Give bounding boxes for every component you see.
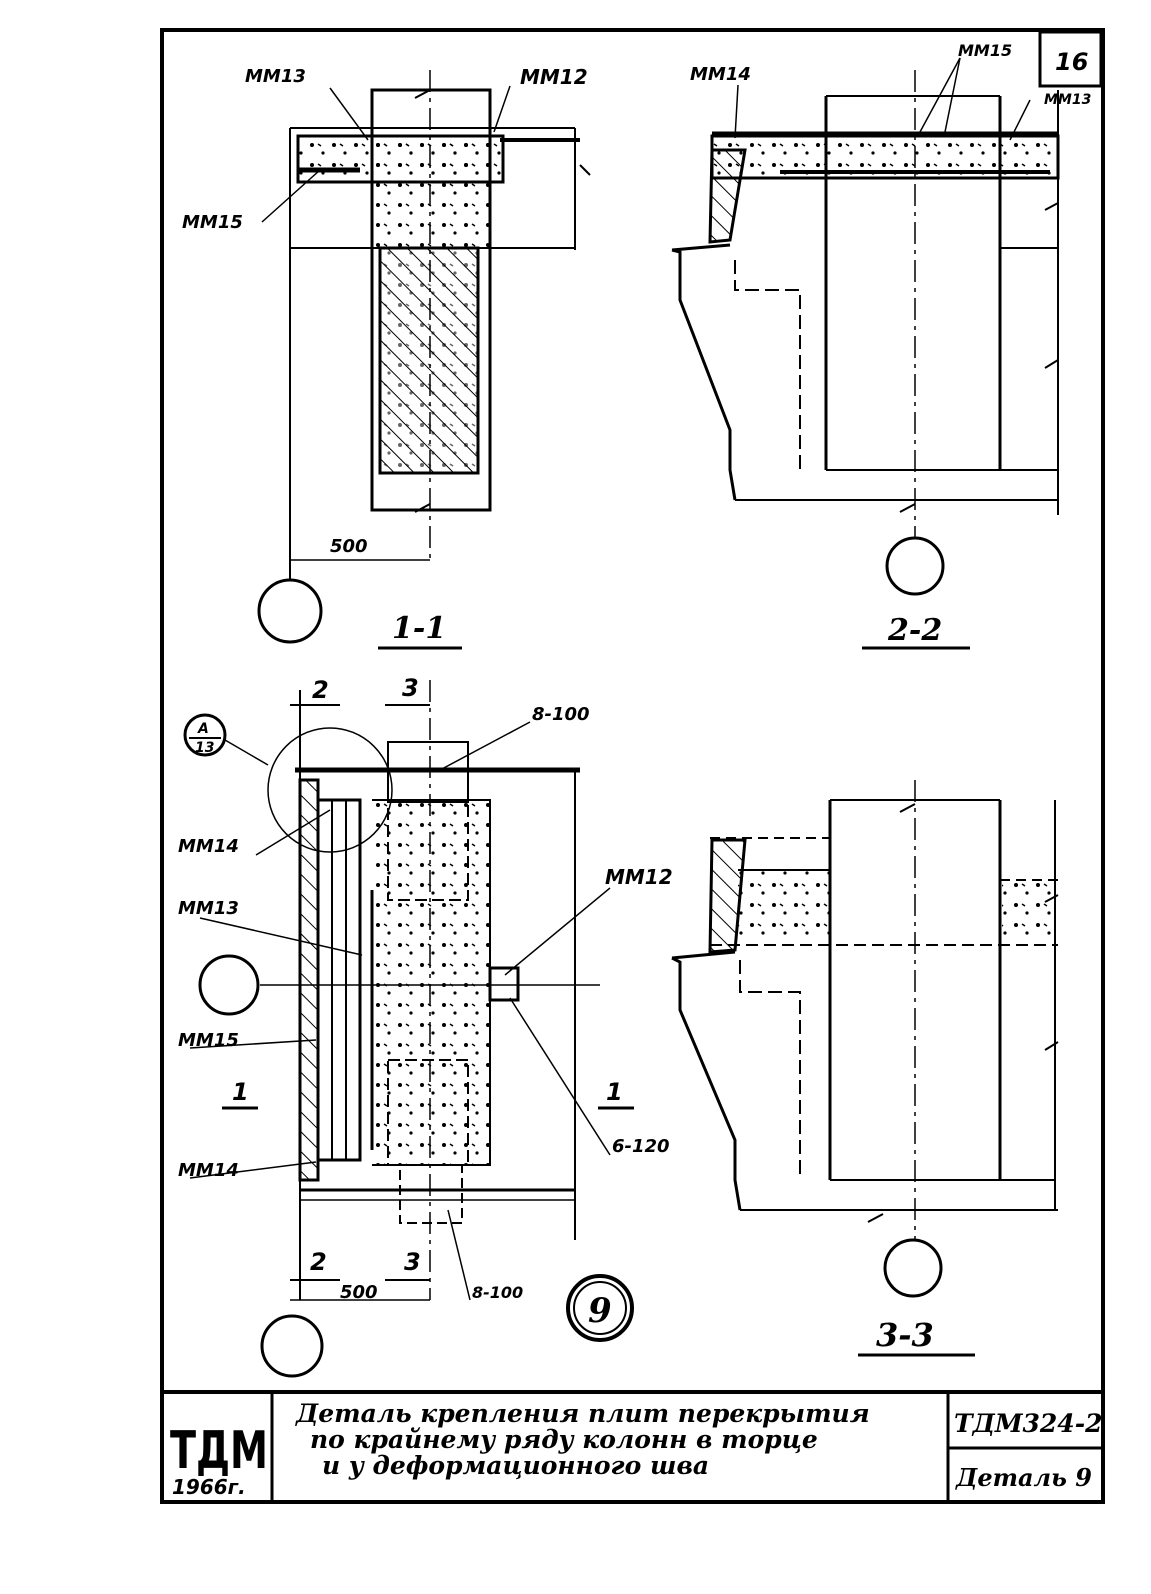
title-block-year: 1966г. xyxy=(172,1475,246,1499)
doc-code: ТДМ324-2 xyxy=(954,1409,1102,1438)
ref-circle-bottom: 13 xyxy=(195,740,214,756)
label-rebar-8-100-bottom: 8-100 xyxy=(472,1283,523,1302)
label-mm15-b: ММ15 xyxy=(958,41,1012,60)
cut-label-2-bottom: 2 xyxy=(310,1248,327,1276)
section-title-1-1: 1-1 xyxy=(392,611,446,646)
label-mm12-a: ММ12 xyxy=(520,65,588,89)
sheet-number: 16 xyxy=(1055,48,1088,76)
cut-label-3-top: 3 xyxy=(402,674,419,702)
section-title-3-3: 3-3 xyxy=(876,1316,934,1354)
label-mm15-a: ММ15 xyxy=(182,212,243,233)
label-mm14-a: ММ14 xyxy=(690,64,751,85)
section-3-3 xyxy=(671,780,1059,1357)
dimension-500-a: 500 xyxy=(330,536,368,557)
sheet-border xyxy=(160,28,1105,1504)
cut-label-1-left: 1 xyxy=(232,1078,249,1106)
label-mm12-b: ММ12 xyxy=(605,865,673,889)
detail-number: 9 xyxy=(588,1291,612,1331)
title-line-3: и у деформационного шва xyxy=(322,1451,709,1480)
label-mm14-c: ММ14 xyxy=(178,1160,239,1181)
cut-label-3-bottom: 3 xyxy=(404,1248,421,1276)
sheet-number-box xyxy=(1038,30,1103,88)
title-block xyxy=(162,1390,1103,1502)
label-mm13-b: ММ13 xyxy=(1044,92,1091,108)
cut-label-2-top: 2 xyxy=(312,676,329,704)
label-mm13-a: ММ13 xyxy=(245,66,306,87)
section-title-2-2: 2-2 xyxy=(887,613,942,648)
cut-label-1-right: 1 xyxy=(606,1078,623,1106)
section-2-2 xyxy=(671,57,1060,650)
label-mm14-b: ММ14 xyxy=(178,836,239,857)
section-1-1 xyxy=(257,70,591,650)
title-line-2: по крайнему ряду колонн в торце xyxy=(310,1425,818,1454)
plan-view xyxy=(183,680,634,1378)
label-rebar-6-120: 6-120 xyxy=(612,1136,670,1157)
detail-designation: Деталь 9 xyxy=(955,1463,1092,1492)
title-block-logo: ТДМ xyxy=(170,1421,268,1481)
title-line-1: Деталь крепления плит перекрытия xyxy=(295,1399,870,1428)
dimension-500-b: 500 xyxy=(340,1282,378,1303)
label-mm15-c: ММ15 xyxy=(178,1030,239,1051)
label-rebar-8-100-top: 8-100 xyxy=(532,704,590,725)
label-mm13-c: ММ13 xyxy=(178,898,239,919)
ref-circle-top: А xyxy=(197,721,209,737)
